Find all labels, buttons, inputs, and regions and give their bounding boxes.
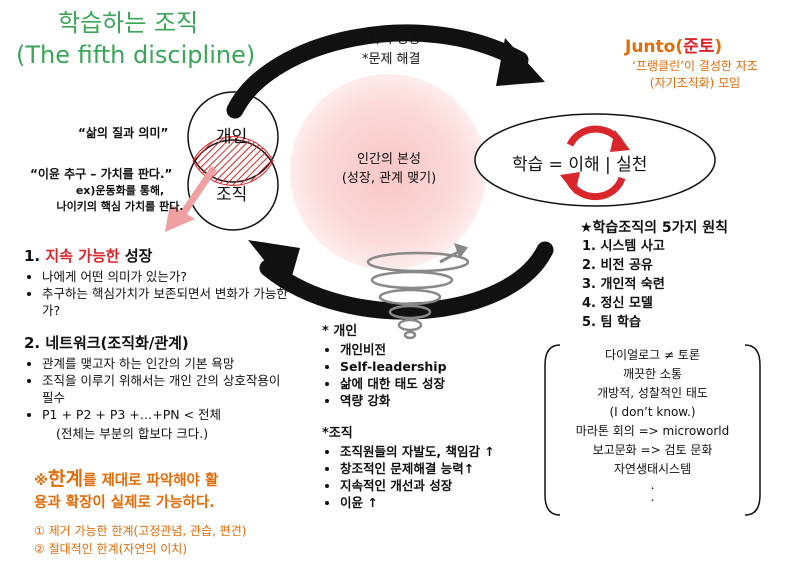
section1-heading: 1. 지속 가능한 성장 xyxy=(24,247,153,265)
organization-block: *조직 조직원들의 자발도, 책임감 ↑ 창조적인 문제해결 능력↑ 지속적인 … xyxy=(322,422,557,511)
human-nature-text: 인간의 본성 (성장, 관계 맺기) xyxy=(341,152,437,186)
section2-heading: 2. 네트워크(조직화/관계) xyxy=(24,334,189,352)
list-item: 나에게 어떤 의미가 있는가? xyxy=(42,268,294,285)
dialogue-bracket-left xyxy=(544,344,561,516)
dialogue-line: 다이얼로그 ≠ 토론 xyxy=(605,348,700,362)
individual-heading: * 개인 xyxy=(322,324,358,339)
dialogue-line: 보고문화 => 검토 문화 xyxy=(592,443,713,457)
dialogue-line: 개방적, 성찰적인 태도 xyxy=(597,386,708,400)
venn-individual-label: 개인 xyxy=(216,127,248,147)
learning-ellipse xyxy=(474,113,716,207)
section2-note: (전체는 부분의 합보다 크다.) xyxy=(56,426,209,441)
list-item: 삶에 대한 태도 성장 xyxy=(340,375,552,392)
list-item: 역량 강화 xyxy=(340,392,552,409)
junto-title: Junto(준토) xyxy=(625,37,723,57)
nature-circle xyxy=(290,74,486,270)
page-subtitle: (The fifth discipline) xyxy=(16,41,256,69)
list-item: 창조적인 문제해결 능력↑ xyxy=(340,460,557,477)
dialogue-line: 마라톤 회의 => microworld xyxy=(575,424,730,438)
list-item: 개인비전 xyxy=(340,341,552,358)
principles-heading: ★학습조직의 5가지 원칙 xyxy=(580,220,728,236)
page-title: 학습하는 조직 xyxy=(58,9,199,37)
list-item: 3. 개인적 숙련 xyxy=(582,277,665,292)
limits-statement: ※한계를 제대로 파악해야 활 용과 확장이 실제로 가능하다. xyxy=(34,468,219,511)
list-item: 이윤 ↑ xyxy=(340,494,557,511)
organization-heading: *조직 xyxy=(322,426,353,441)
dialogue-line: (I don’t know.) xyxy=(609,405,696,419)
profit-note: “이윤 추구 – 가치를 판다.” xyxy=(30,167,173,181)
top-arrow-labels: *자기 성장 *문제 해결 xyxy=(362,30,420,70)
limit-item: ② 절대적인 한계(자연의 이치) xyxy=(34,542,188,556)
limits-list: ① 제거 가능한 한계(고정관념, 관습, 편견) ② 절대적인 한계(자연의 … xyxy=(34,522,246,558)
dialogue-line: . xyxy=(650,478,655,492)
spiral-graphic xyxy=(366,243,470,340)
list-item: 조직원들의 자발도, 책임감 ↑ xyxy=(340,443,557,460)
list-item: 1. 시스템 사고 xyxy=(582,239,665,254)
bottom-arrow-head xyxy=(248,240,300,290)
list-item: P1 + P2 + P3 +…+PN < 전체 xyxy=(42,406,294,423)
five-principles: ★학습조직의 5가지 원칙 1. 시스템 사고 2. 비전 공유 3. 개인적 … xyxy=(580,217,790,332)
bottom-cycle-arrow xyxy=(259,241,554,320)
venn-organization-label: 조직 xyxy=(216,185,248,205)
learning-equation: 학습 = 이해 | 실천 xyxy=(512,155,648,175)
quality-of-life-note: “삶의 질과 의미” xyxy=(78,126,169,140)
nike-example: ex)운동화를 통해, 나이키의 핵심 가치를 판다. xyxy=(56,184,184,213)
dialogue-bracket-right xyxy=(744,344,761,516)
dialogue-line: 깨끗한 소통 xyxy=(622,367,682,381)
limit-item: ① 제거 가능한 한계(고정관념, 관습, 편견) xyxy=(34,524,247,538)
list-item: 2. 비전 공유 xyxy=(582,258,653,273)
dialogue-line: 자연생태시스템 xyxy=(613,462,692,476)
dialogue-line: . xyxy=(650,490,655,504)
junto-description: ‘프랭클린’이 결성한 자조 (자기조직화) 모임 xyxy=(632,59,758,90)
list-item: 4. 정신 모델 xyxy=(582,296,653,311)
section-network: 2. 네트워크(조직화/관계) 관계를 맺고자 하는 인간의 기본 욕망 조직을… xyxy=(24,332,294,442)
top-cycle-arrow xyxy=(226,24,529,119)
list-item: Self-leadership xyxy=(340,358,552,375)
problem-solving-label: *문제 해결 xyxy=(362,52,421,67)
list-item: 5. 팀 학습 xyxy=(582,315,641,330)
list-item: 조직을 이루기 위해서는 개인 간의 상호작용이 필수 xyxy=(42,372,294,406)
individual-block: * 개인 개인비전 Self-leadership 삶에 대한 태도 성장 역량… xyxy=(322,320,552,409)
overlap-arrow xyxy=(177,166,217,220)
list-item: 지속적인 개선과 성장 xyxy=(340,477,557,494)
list-item: 관계를 맺고자 하는 인간의 기본 욕망 xyxy=(42,355,294,372)
list-item: 추구하는 핵심가치가 보존되면서 변화가 가능한가? xyxy=(42,285,294,319)
self-growth-label: *자기 성장 xyxy=(362,32,421,47)
top-arrow-head xyxy=(496,38,545,86)
section-sustainable-growth: 1. 지속 가능한 성장 나에게 어떤 의미가 있는가? 추구하는 핵심가치가 … xyxy=(24,245,294,319)
dialogue-box: 다이얼로그 ≠ 토론 깨끗한 소통 개방적, 성찰적인 태도 (I don’t … xyxy=(555,346,750,503)
